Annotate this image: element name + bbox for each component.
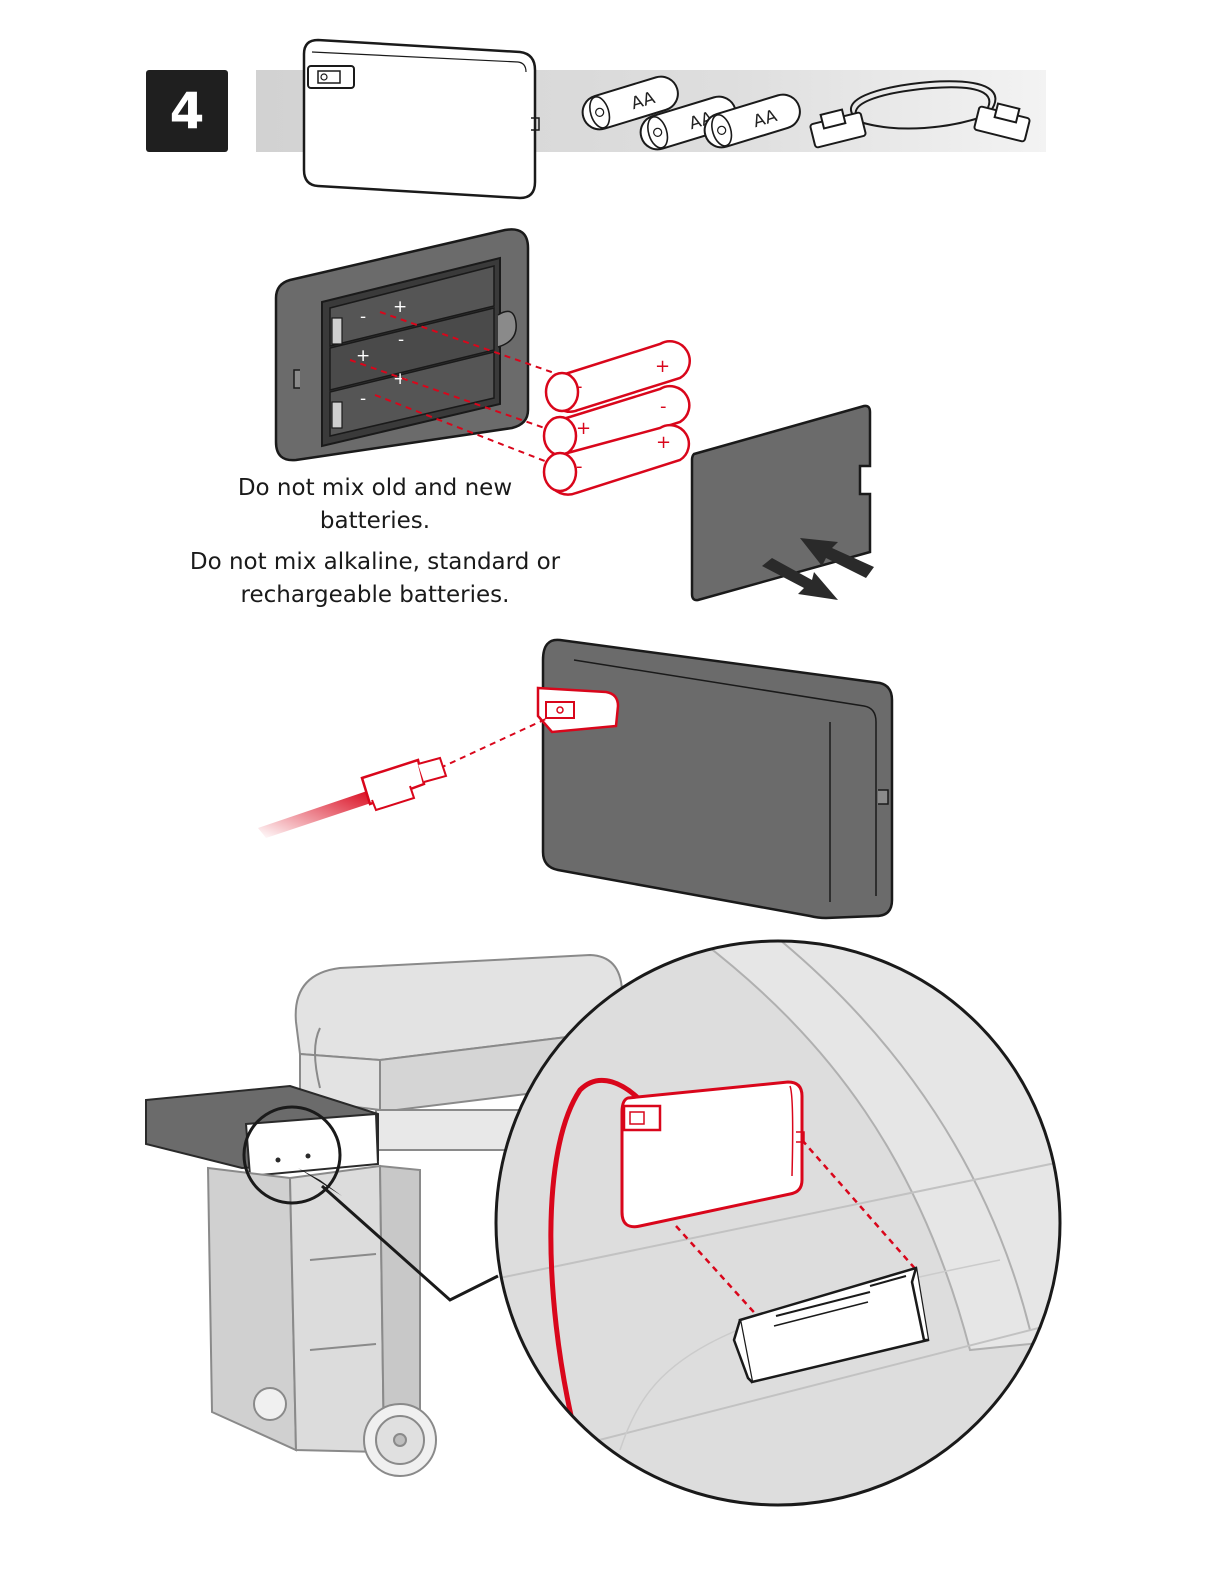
svg-text:+: + [356,346,370,366]
svg-text:+: + [656,432,671,453]
warning-text-mix-types: Do not mix alkaline, standard or recharg… [185,546,565,612]
svg-text:-: - [360,389,366,409]
module-socket [538,688,618,732]
svg-text:+: + [655,356,670,377]
battery-module-icon [543,640,892,918]
svg-text:-: - [576,456,583,477]
warning-text-mix-old-new: Do not mix old and new batteries. [185,472,565,538]
open-battery-module: + + + - - - [276,229,528,460]
connect-guide-line [440,718,548,768]
svg-text:-: - [398,330,404,350]
svg-text:-: - [576,376,583,397]
connector-cable-icon [258,758,446,838]
svg-text:+: + [576,418,591,439]
battery-module-icon [304,40,539,198]
svg-text:-: - [660,396,667,417]
svg-text:+: + [393,297,407,317]
connector-cable-icon [810,81,1030,148]
svg-text:-: - [360,307,366,327]
